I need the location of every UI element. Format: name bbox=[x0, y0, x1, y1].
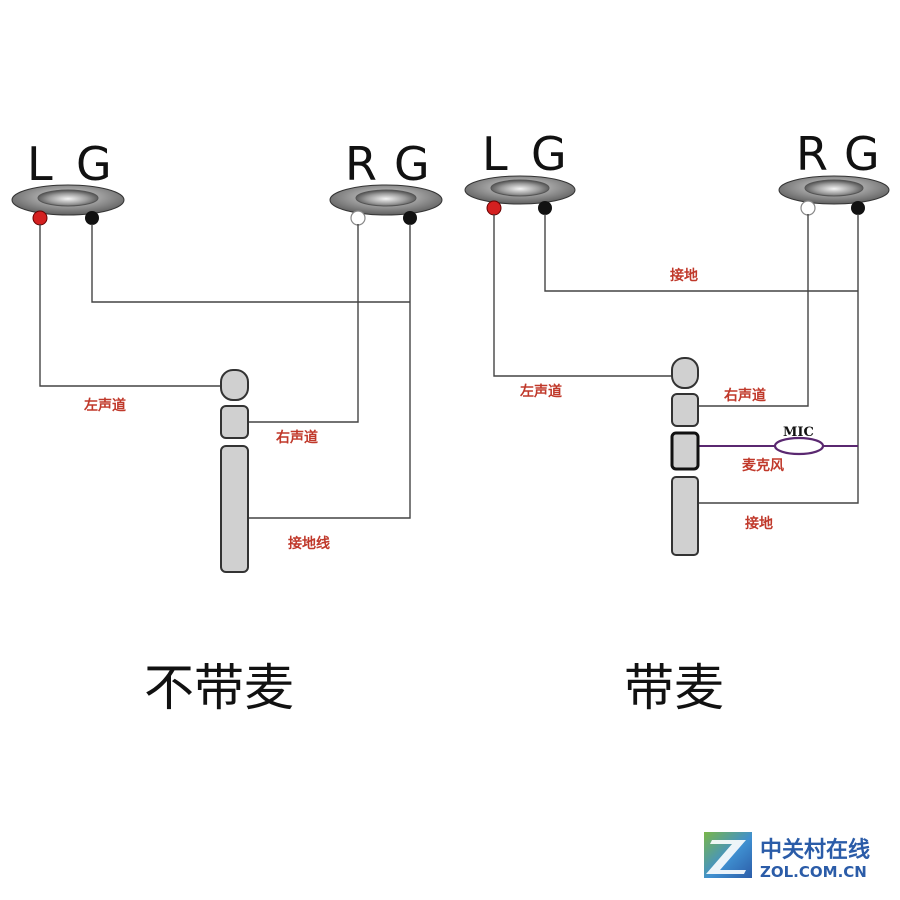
mic-component: MIC bbox=[773, 425, 825, 456]
label-right-channel: 右声道 bbox=[723, 387, 766, 404]
label-left-channel: 左声道 bbox=[83, 397, 126, 414]
wire-ground bbox=[248, 224, 411, 519]
terminal-right-white bbox=[350, 210, 366, 226]
label-left-channel: 左声道 bbox=[519, 383, 562, 400]
plug-ring bbox=[220, 405, 249, 439]
label-ground-wire: 接地线 bbox=[288, 535, 330, 552]
label-right-channel: 右声道 bbox=[275, 429, 318, 446]
speaker-cone bbox=[355, 189, 417, 207]
wire-ground bbox=[698, 214, 859, 504]
speaker-right-channel: R G bbox=[778, 127, 890, 216]
terminal-ground-black bbox=[85, 211, 99, 225]
logo-domain: ZOL.COM.CN bbox=[760, 863, 867, 881]
speaker-letter-r: R bbox=[345, 137, 377, 191]
speaker-letter-g: G bbox=[76, 137, 112, 191]
mic-tag: MIC bbox=[783, 425, 814, 440]
terminal-left-red bbox=[32, 210, 48, 226]
diagram-with-mic: L G R G MIC bbox=[464, 127, 890, 717]
speaker-cone bbox=[37, 189, 99, 207]
speaker-letter-g: G bbox=[394, 137, 430, 191]
speaker-cone bbox=[490, 179, 550, 197]
speaker-right-channel: R G bbox=[329, 137, 443, 226]
zol-logo-icon bbox=[704, 832, 752, 878]
speaker-cone bbox=[804, 179, 864, 197]
speaker-letter-g: G bbox=[844, 127, 880, 181]
speaker-letter-l: L bbox=[482, 127, 508, 181]
caption-no-mic: 不带麦 bbox=[144, 659, 294, 717]
plug-tip bbox=[671, 357, 699, 389]
mic-capsule bbox=[773, 436, 825, 456]
wire-ground-bridge bbox=[544, 214, 858, 292]
terminal-right-white bbox=[800, 200, 816, 216]
wire-left-channel bbox=[39, 224, 222, 387]
wire-ground-bridge bbox=[91, 224, 410, 303]
plug-3-pole bbox=[220, 369, 249, 573]
wire-right-channel bbox=[698, 214, 809, 407]
label-microphone: 麦克风 bbox=[742, 457, 784, 474]
plug-tip bbox=[220, 369, 249, 401]
terminal-left-red bbox=[486, 200, 502, 216]
terminal-ground-black bbox=[403, 211, 417, 225]
terminal-ground-black bbox=[851, 201, 865, 215]
caption-with-mic: 带麦 bbox=[624, 659, 724, 717]
logo-name-cn: 中关村在线 bbox=[760, 837, 870, 863]
wire-left-channel bbox=[493, 214, 672, 377]
speaker-letter-l: L bbox=[27, 137, 53, 191]
plug-ring-1 bbox=[671, 393, 699, 427]
plug-4-pole bbox=[670, 357, 700, 556]
wire-right-channel bbox=[248, 224, 359, 423]
plug-sleeve bbox=[671, 476, 699, 556]
label-ground-bottom: 接地 bbox=[745, 515, 773, 532]
speaker-letter-g: G bbox=[531, 127, 567, 181]
label-ground-top: 接地 bbox=[670, 267, 698, 284]
plug-sleeve bbox=[220, 445, 249, 573]
speaker-letter-r: R bbox=[796, 127, 828, 181]
diagram-no-mic: L G R G 左声道 bbox=[11, 137, 443, 717]
wires-with-mic bbox=[493, 214, 859, 504]
plug-ring-2 bbox=[670, 431, 700, 471]
terminal-ground-black bbox=[538, 201, 552, 215]
speaker-left-channel: L G bbox=[11, 137, 125, 226]
zol-watermark: 中关村在线 ZOL.COM.CN bbox=[704, 832, 870, 881]
speaker-left-channel: L G bbox=[464, 127, 576, 216]
wires-no-mic bbox=[39, 224, 411, 519]
